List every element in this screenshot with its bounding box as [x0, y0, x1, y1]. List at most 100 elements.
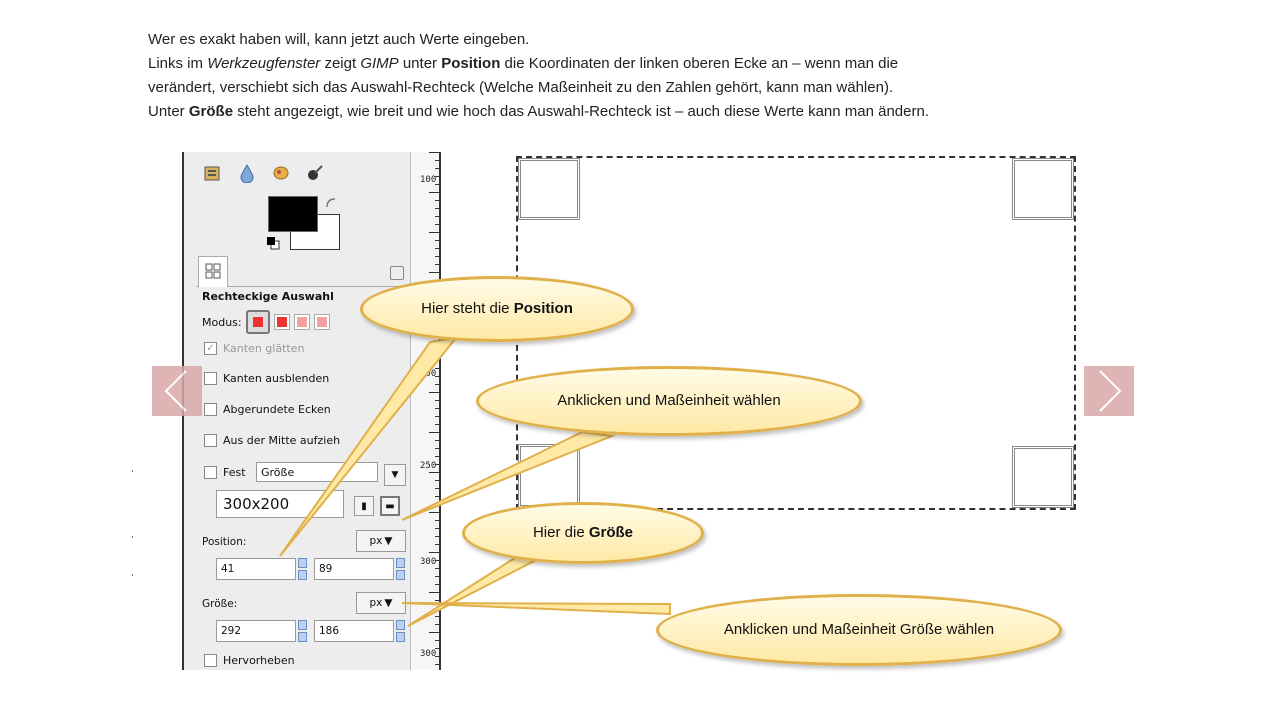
- feather-checkbox[interactable]: [204, 372, 217, 385]
- from-center-option[interactable]: Aus der Mitte aufzieh: [204, 434, 340, 447]
- ruler-label: 200: [420, 369, 437, 379]
- mode-add-button[interactable]: [273, 314, 290, 330]
- position-y-input[interactable]: 89: [314, 558, 394, 580]
- image-canvas-selection[interactable]: [516, 156, 1076, 510]
- pattern-icon[interactable]: [270, 162, 292, 184]
- intro-line-3: verändert, verschiebt sich das Auswahl-R…: [148, 79, 894, 96]
- tab-menu-icon[interactable]: [390, 266, 404, 280]
- ruler-label: 100: [420, 175, 437, 185]
- ruler-tick: [429, 552, 439, 553]
- fixed-value-input[interactable]: 300x200: [216, 490, 344, 518]
- position-x-input[interactable]: 41: [216, 558, 296, 580]
- ruler-tick: [435, 664, 439, 665]
- ruler-tick: [435, 528, 439, 529]
- position-x-spinner[interactable]: [298, 558, 307, 580]
- mode-intersect-button[interactable]: [313, 314, 330, 330]
- fixed-checkbox[interactable]: [204, 466, 217, 479]
- ruler-tick: [435, 504, 439, 505]
- tool-icons-row: [202, 162, 326, 184]
- highlight-checkbox[interactable]: [204, 654, 217, 667]
- position-unit-select[interactable]: px▼: [356, 530, 406, 552]
- intro-line-1: Wer es exakt haben will, kann jetzt auch…: [148, 31, 530, 48]
- tool-options-tab[interactable]: [198, 256, 228, 287]
- size-width-input[interactable]: 292: [216, 620, 296, 642]
- highlight-option[interactable]: Hervorheben: [204, 654, 295, 667]
- mode-replace-button[interactable]: [245, 310, 270, 334]
- ruler-tick: [435, 264, 439, 265]
- ruler-tick: [435, 240, 439, 241]
- mode-row: Modus:: [202, 310, 330, 334]
- selection-handle-bottom-left[interactable]: [518, 444, 580, 508]
- ruler-tick: [435, 488, 439, 489]
- callout-unit-size: Anklicken und Maßeinheit Größe wählen: [656, 594, 1062, 666]
- ruler-tick: [435, 640, 439, 641]
- tool-options-title: Rechteckige Auswahl: [202, 290, 334, 303]
- chevron-right-icon: [1099, 370, 1122, 412]
- brush-icon[interactable]: [304, 162, 326, 184]
- rounded-corners-checkbox[interactable]: [204, 403, 217, 416]
- ruler-tick: [435, 440, 439, 441]
- rounded-corners-option[interactable]: Abgerundete Ecken: [204, 403, 331, 416]
- ruler-tick: [435, 424, 439, 425]
- ruler-tick: [429, 592, 439, 593]
- ruler-tick: [435, 208, 439, 209]
- selection-handle-top-left[interactable]: [518, 158, 580, 220]
- callout-size: Hier die Größe: [462, 502, 704, 564]
- ruler-tick: [429, 152, 439, 153]
- antialias-checkbox[interactable]: ✓: [204, 342, 217, 355]
- size-height-spinner[interactable]: [396, 620, 405, 642]
- tool-options-icon: [205, 263, 221, 282]
- ruler-tick: [435, 496, 439, 497]
- antialias-option[interactable]: ✓ Kanten glätten: [204, 342, 304, 355]
- position-y-spinner[interactable]: [396, 558, 405, 580]
- ruler-tick: [429, 632, 439, 633]
- ruler-tick: [435, 248, 439, 249]
- size-width-spinner[interactable]: [298, 620, 307, 642]
- ruler-tick: [435, 368, 439, 369]
- position-label: Position:: [202, 536, 247, 548]
- side-mark: [132, 536, 133, 538]
- ruler-tick: [435, 224, 439, 225]
- ruler-tick: [429, 232, 439, 233]
- foreground-color[interactable]: [268, 196, 318, 232]
- ruler-tick: [435, 576, 439, 577]
- vertical-ruler: 100 200 250 300 300: [410, 152, 441, 670]
- ruler-label: 250: [420, 461, 437, 471]
- antialias-label: Kanten glätten: [223, 342, 305, 355]
- ruler-tick: [435, 344, 439, 345]
- size-unit-select[interactable]: px▼: [356, 592, 406, 614]
- feather-option[interactable]: Kanten ausblenden: [204, 372, 329, 385]
- ruler-tick: [435, 360, 439, 361]
- aspect-landscape-button[interactable]: ▬: [380, 496, 400, 516]
- previous-slide-button[interactable]: [152, 366, 202, 416]
- ruler-tick: [435, 448, 439, 449]
- selection-handle-bottom-right[interactable]: [1012, 446, 1074, 508]
- size-height-input[interactable]: 186: [314, 620, 394, 642]
- ruler-label: 300: [420, 557, 437, 567]
- fixed-option[interactable]: Fest: [204, 466, 246, 479]
- ruler-tick: [435, 176, 439, 177]
- ruler-tick: [429, 392, 439, 393]
- ruler-tick: [435, 160, 439, 161]
- device-status-icon[interactable]: [202, 162, 224, 184]
- from-center-label: Aus der Mitte aufzieh: [223, 434, 341, 447]
- ruler-tick: [429, 512, 439, 513]
- highlight-label: Hervorheben: [223, 654, 295, 667]
- ruler-tick: [435, 464, 439, 465]
- dropdown-arrow-icon[interactable]: ▼: [384, 464, 406, 486]
- ruler-tick: [435, 168, 439, 169]
- intro-line-2: Links im Werkzeugfenster zeigt GIMP unte…: [148, 55, 899, 72]
- ruler-tick: [435, 568, 439, 569]
- rounded-corners-label: Abgerundete Ecken: [223, 403, 331, 416]
- checkmark-icon: ✓: [206, 343, 215, 354]
- aspect-portrait-button[interactable]: ▮: [354, 496, 374, 516]
- next-slide-button[interactable]: [1084, 366, 1134, 416]
- fixed-mode-select[interactable]: Größe: [256, 462, 378, 482]
- from-center-checkbox[interactable]: [204, 434, 217, 447]
- water-drop-icon[interactable]: [236, 162, 258, 184]
- reset-colors-icon[interactable]: [266, 236, 280, 253]
- side-mark: [132, 574, 133, 576]
- selection-handle-top-right[interactable]: [1012, 158, 1074, 220]
- mode-subtract-button[interactable]: [293, 314, 310, 330]
- swap-colors-icon[interactable]: [324, 196, 338, 213]
